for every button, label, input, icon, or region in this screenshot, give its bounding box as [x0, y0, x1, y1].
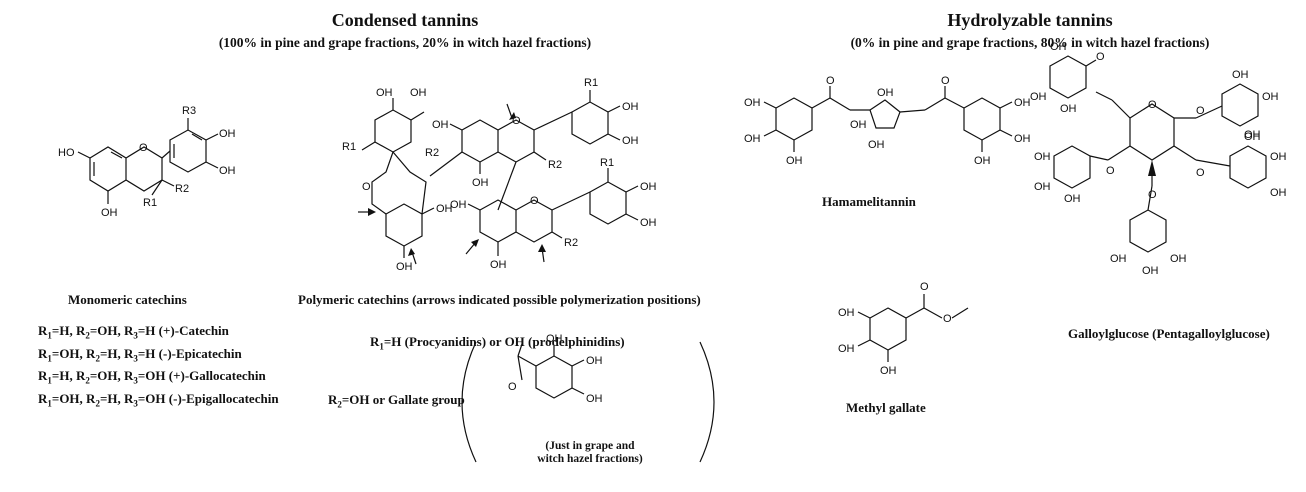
r1-definition: R1=H (Procyanidins) or OH (prodelphinidi… — [370, 334, 625, 352]
pgg-oh-3-label: OH — [1060, 103, 1077, 115]
hama-oh-8-label: OH — [1014, 133, 1031, 145]
pgg-oh-14-label: OH — [1142, 265, 1159, 277]
catechin-variant-list: R1=H, R2=OH, R3=H (+)-Catechin R1=OH, R2… — [38, 322, 279, 412]
condensed-tannins-subtitle: (100% in pine and grape fractions, 20% i… — [218, 35, 592, 50]
pgg-oh-12-label: OH — [1270, 187, 1287, 199]
hama-oh-4-label: OH — [877, 87, 894, 99]
gallate-oh-1-label: OH — [546, 333, 563, 345]
variant-row-epicatechin: R1=OH, R2=H, R3=H (-)-Epicatechin — [38, 345, 242, 364]
monomeric-catechin-structure: O HO OH OH OH R3 R2 R1 — [58, 105, 236, 219]
pgg-oh-1-label: OH — [1050, 41, 1067, 53]
methyl-gallate-caption: Methyl gallate — [846, 400, 926, 415]
hama-oh-6-label: OH — [868, 139, 885, 151]
pgg-oh-10-label: OH — [1244, 131, 1261, 143]
gallate-note-line-1: (Just in grape and — [545, 440, 635, 452]
galloylglucose-caption: Galloylglucose (Pentagalloylglucose) — [1068, 326, 1270, 341]
hama-oh-2-label: OH — [744, 133, 761, 145]
polymerization-arrows — [358, 103, 546, 265]
pgg-oh-7-label: OH — [1034, 151, 1051, 163]
poly-oh-b3-label: OH — [622, 101, 639, 113]
polymeric-catechins-caption: Polymeric catechins (arrows indicated po… — [298, 292, 701, 307]
pgg-oh-4-label: OH — [1232, 69, 1249, 81]
catechin-r1-label: R1 — [143, 197, 157, 209]
gallate-group-structure: O OH OH OH — [461, 333, 715, 463]
pgg-o-4-label: O — [1196, 167, 1205, 179]
pgg-oh-5-label: OH — [1262, 91, 1279, 103]
pentagalloylglucose-structure: O O O O O O OH OH OH OH OH OH OH OH OH O… — [1030, 41, 1287, 277]
pgg-oh-9-label: OH — [1064, 193, 1081, 205]
pgg-oh-11-label: OH — [1270, 151, 1287, 163]
gallate-note-line-2: witch hazel fractions) — [537, 453, 643, 465]
poly-oh-c2-label: OH — [490, 259, 507, 271]
poly-o-a-label: O — [362, 181, 371, 193]
pgg-oh-13-label: OH — [1110, 253, 1127, 265]
pgg-oh-8-label: OH — [1034, 181, 1051, 193]
poly-r1-b-label: R1 — [584, 77, 598, 89]
monomeric-catechins-caption: Monomeric catechins — [68, 292, 187, 307]
hamamelitannin-caption: Hamamelitannin — [822, 194, 916, 209]
poly-r1-c-label: R1 — [600, 157, 614, 169]
methyl-gallate-structure: OH OH OH O O — [838, 281, 969, 377]
poly-oh-a2-label: OH — [410, 87, 427, 99]
gallate-oh-3-label: OH — [586, 393, 603, 405]
hama-oh-1-label: OH — [744, 97, 761, 109]
poly-oh-c4-label: OH — [640, 217, 657, 229]
pgg-oh-15-label: OH — [1170, 253, 1187, 265]
catechin-ho-label: HO — [58, 147, 75, 159]
hama-o-2-label: O — [941, 75, 950, 87]
pgg-oh-2-label: OH — [1030, 91, 1047, 103]
poly-r2-a-label: R2 — [425, 147, 439, 159]
poly-oh-a4-label: OH — [396, 261, 413, 273]
poly-oh-b4-label: OH — [622, 135, 639, 147]
variant-row-gallocatechin: R1=H, R2=OH, R3=OH (+)-Gallocatechin — [38, 368, 266, 386]
mg-oh-3-label: OH — [880, 365, 897, 377]
condensed-tannins-title: Condensed tannins — [331, 10, 479, 30]
catechin-oh-b2-label: OH — [219, 165, 236, 177]
catechin-r3-label: R3 — [182, 105, 196, 117]
r2-definition: R2=OH or Gallate group — [328, 392, 465, 410]
poly-oh-c3-label: OH — [640, 181, 657, 193]
variant-row-catechin: R1=H, R2=OH, R3=H (+)-Catechin — [38, 323, 229, 341]
catechin-oh-b1-label: OH — [219, 128, 236, 140]
pgg-o-1-label: O — [1096, 51, 1105, 63]
poly-r2-c-label: R2 — [564, 237, 578, 249]
pgg-ring-o-label: O — [1148, 99, 1157, 111]
mg-oh-1-label: OH — [838, 307, 855, 319]
poly-oh-c1-label: OH — [450, 199, 467, 211]
polymeric-catechin-structure: OH OH R1 R2 O OH OH OH O OH R2 R1 OH OH — [342, 77, 657, 273]
hama-oh-9-label: OH — [974, 155, 991, 167]
hama-oh-3-label: OH — [786, 155, 803, 167]
poly-oh-b2-label: OH — [472, 177, 489, 189]
poly-o-b-label: O — [512, 115, 521, 127]
hama-oh-7-label: OH — [1014, 97, 1031, 109]
poly-oh-b1-label: OH — [432, 119, 449, 131]
catechin-r2-label: R2 — [175, 183, 189, 195]
hamamelitannin-structure: OH OH OH O OH OH OH O OH OH OH — [744, 75, 1031, 167]
hydrolyzable-tannins-subtitle: (0% in pine and grape fractions, 80% in … — [850, 35, 1210, 50]
catechin-oh-5-label: OH — [101, 207, 118, 219]
poly-r1-a-label: R1 — [342, 141, 356, 153]
mg-o-2-label: O — [943, 313, 952, 325]
gallate-note: (Just in grape and witch hazel fractions… — [500, 440, 680, 466]
hydrolyzable-tannins-title: Hydrolyzable tannins — [947, 10, 1113, 30]
hama-o-1-label: O — [826, 75, 835, 87]
variant-row-epigallocatechin: R1=OH, R2=H, R3=OH (-)-Epigallocatechin — [38, 390, 279, 409]
pgg-oh-6-label: OH — [1244, 129, 1261, 141]
poly-oh-a1-label: OH — [376, 87, 393, 99]
gallate-o-label: O — [508, 381, 517, 393]
poly-oh-a3-label: OH — [436, 203, 453, 215]
pgg-o-3-label: O — [1106, 165, 1115, 177]
pgg-o-5-label: O — [1148, 189, 1157, 201]
catechin-o-label: O — [139, 142, 148, 154]
pgg-o-2-label: O — [1196, 105, 1205, 117]
gallate-oh-2-label: OH — [586, 355, 603, 367]
poly-r2-b-label: R2 — [548, 159, 562, 171]
hama-oh-5-label: OH — [850, 119, 867, 131]
poly-o-c-label: O — [530, 195, 539, 207]
mg-oh-2-label: OH — [838, 343, 855, 355]
mg-o-1-label: O — [920, 281, 929, 293]
